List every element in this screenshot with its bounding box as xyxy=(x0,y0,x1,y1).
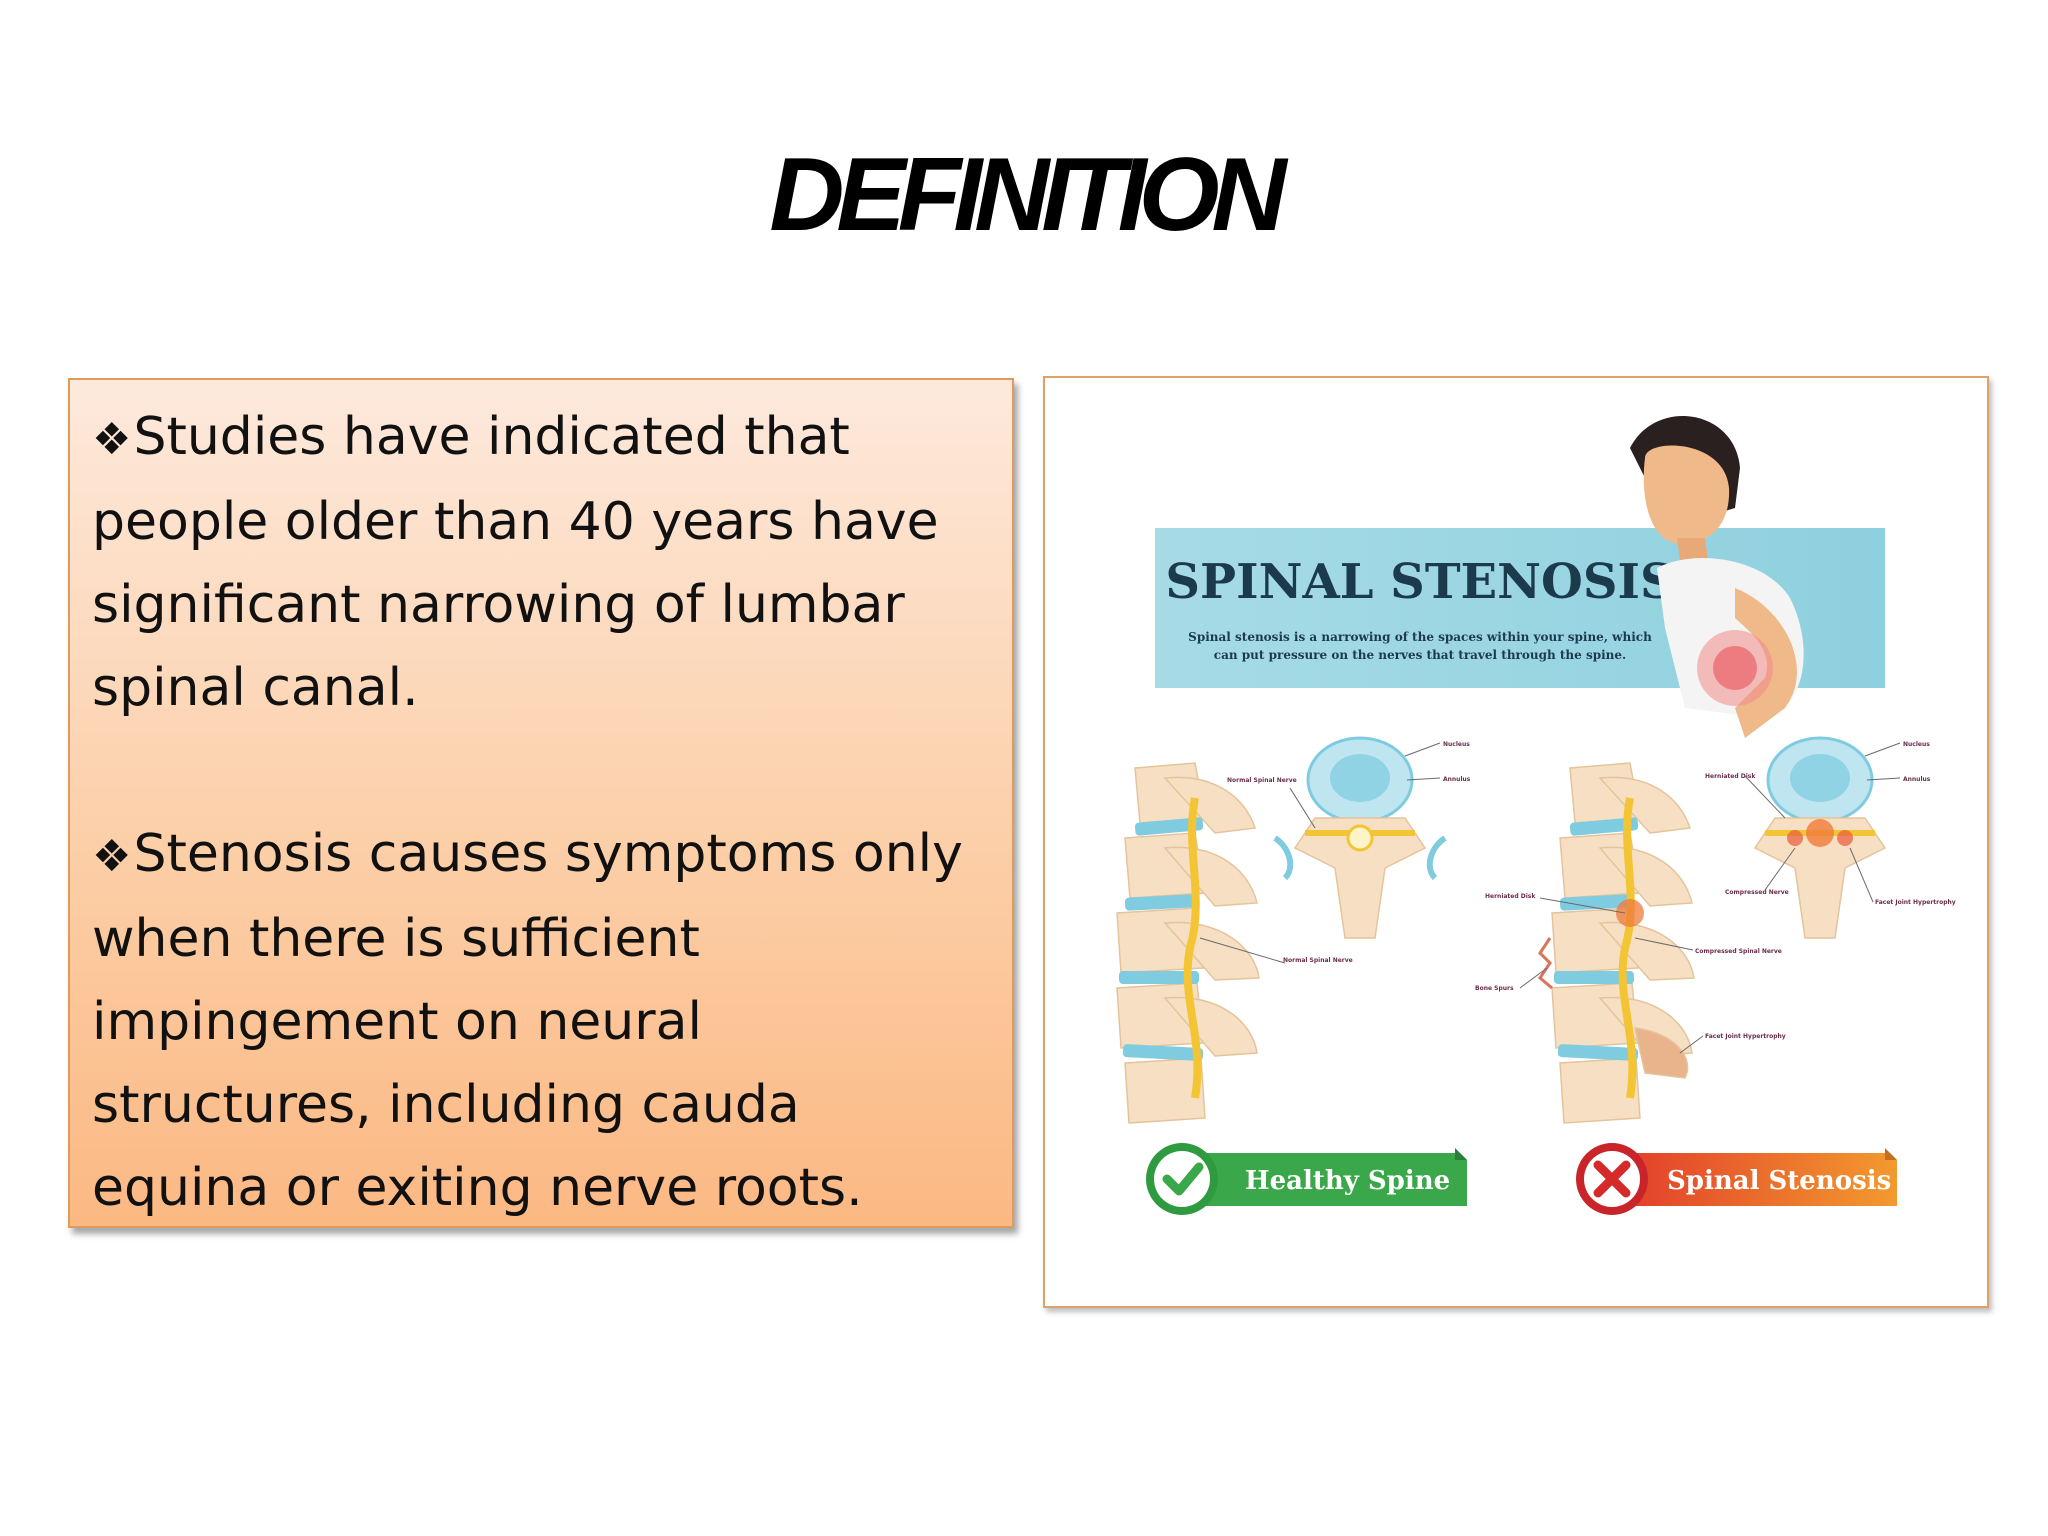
herniated-disk-label: Herniated Disk xyxy=(1485,893,1536,900)
cross-icon xyxy=(1593,1160,1631,1198)
healthy-spine-badge: Healthy Spine xyxy=(1146,1143,1467,1215)
illustration-svg: Nucleus Annulus Normal Spinal Nerve Norm… xyxy=(1116,415,1956,1215)
healthy-spine-icon: Nucleus Annulus Normal Spinal Nerve Norm… xyxy=(1116,736,1471,1124)
bone-spurs-label: Bone Spurs xyxy=(1475,985,1514,992)
banner-title: SPINAL STENOSIS xyxy=(1165,554,1675,610)
paragraph-1-text: Studies have indicated that people older… xyxy=(92,407,939,718)
bullet-paragraph-1: ❖Studies have indicated that people olde… xyxy=(92,396,992,730)
four-diamond-bullet-icon: ❖ xyxy=(92,414,132,465)
stenosis-spine-icon: Nucleus Annulus Herniated Disk Herniated… xyxy=(1475,736,1956,1124)
spinal-stenosis-badge: Spinal Stenosis xyxy=(1576,1143,1897,1215)
facet-joint-hypertrophy-top-label: Facet Joint Hypertrophy xyxy=(1875,899,1956,906)
man-with-back-pain-icon xyxy=(1630,415,1804,738)
spinal-stenosis-illustration: SPINAL STENOSIS Spinal stenosis is a nar… xyxy=(1043,376,1989,1308)
four-diamond-bullet-icon: ❖ xyxy=(92,831,132,882)
compressed-spinal-nerve-label: Compressed Spinal Nerve xyxy=(1695,948,1782,955)
paragraph-2-text: Stenosis causes symptoms only when there… xyxy=(92,824,963,1218)
stenosis-nucleus-label: Nucleus xyxy=(1903,741,1930,748)
herniated-disk-top-label: Herniated Disk xyxy=(1705,773,1756,780)
normal-spinal-nerve-top-label: Normal Spinal Nerve xyxy=(1227,777,1297,784)
healthy-spine-label: Healthy Spine xyxy=(1245,1166,1450,1196)
annulus-label: Annulus xyxy=(1443,776,1471,783)
banner-subtitle: Spinal stenosis is a narrowing of the sp… xyxy=(1188,630,1652,662)
stenosis-annulus-label: Annulus xyxy=(1903,776,1931,783)
facet-joint-hypertrophy-label: Facet Joint Hypertrophy xyxy=(1705,1033,1786,1040)
compressed-nerve-label: Compressed Nerve xyxy=(1725,889,1789,896)
spinal-stenosis-label: Spinal Stenosis xyxy=(1667,1166,1891,1196)
nucleus-label: Nucleus xyxy=(1443,741,1470,748)
slide-title: DEFINITION xyxy=(769,137,1286,253)
definition-text-box: ❖Studies have indicated that people olde… xyxy=(68,378,1014,1228)
bullet-paragraph-2: ❖Stenosis causes symptoms only when ther… xyxy=(92,813,992,1230)
check-icon xyxy=(1162,1162,1204,1196)
normal-spinal-nerve-label: Normal Spinal Nerve xyxy=(1283,957,1353,964)
